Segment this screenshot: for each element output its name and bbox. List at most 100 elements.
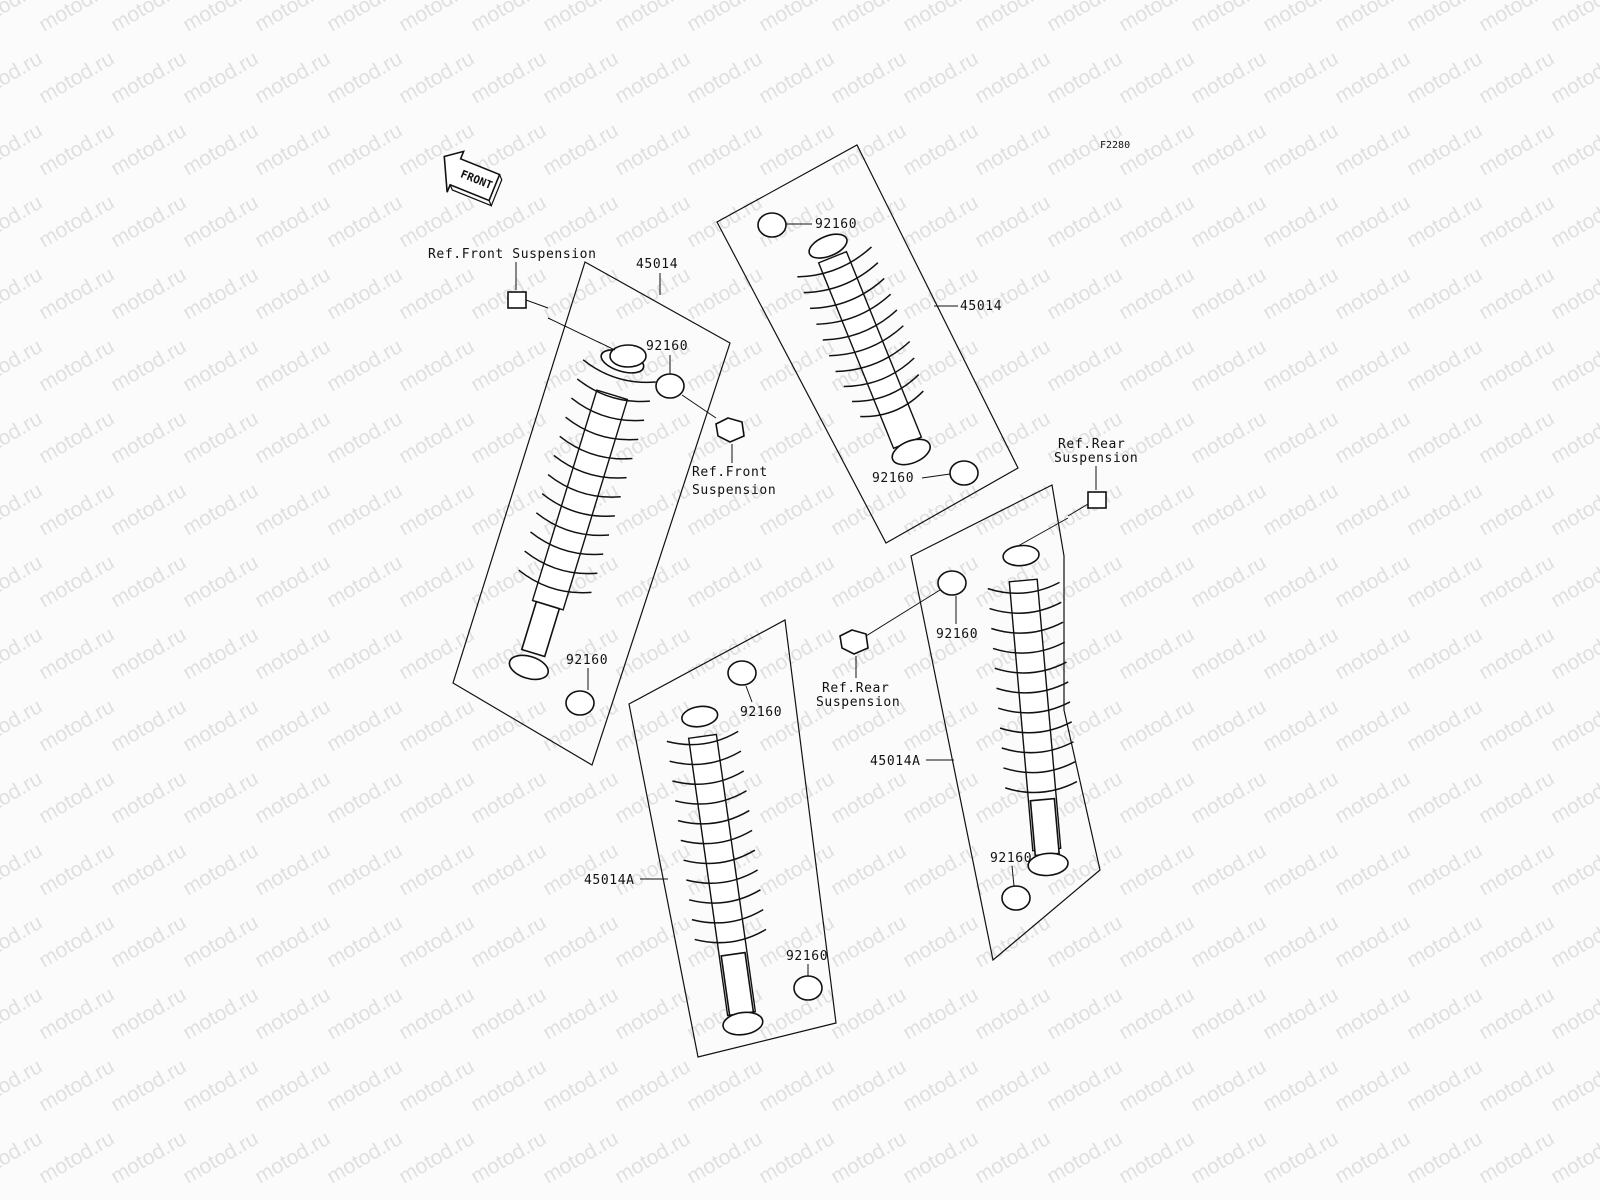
watermark-text: motod.ru	[1259, 983, 1342, 1044]
watermark-text: motod.ru	[323, 551, 406, 612]
watermark-text: motod.ru	[611, 695, 694, 756]
watermark-text: motod.ru	[251, 119, 334, 180]
watermark-text: motod.ru	[1259, 767, 1342, 828]
watermark-text: motod.ru	[1475, 479, 1558, 540]
watermark-text: motod.ru	[1115, 479, 1198, 540]
watermark-text: motod.ru	[251, 407, 334, 468]
watermark-text: motod.ru	[1043, 623, 1126, 684]
watermark-text: motod.ru	[323, 695, 406, 756]
part-92160-label-e: 92160	[936, 627, 978, 642]
watermark-text: motod.ru	[0, 263, 46, 324]
watermark-text: motod.ru	[179, 479, 262, 540]
watermark-text: motod.ru	[1403, 47, 1486, 108]
watermark-text: motod.ru	[1115, 0, 1198, 36]
watermark-text: motod.ru	[1403, 623, 1486, 684]
watermark-text: motod.ru	[179, 911, 262, 972]
part-92160-label-g: 92160	[990, 851, 1032, 866]
watermark-text: motod.ru	[107, 839, 190, 900]
watermark-text: motod.ru	[1403, 1055, 1486, 1116]
watermark-text: motod.ru	[1187, 695, 1270, 756]
watermark-text: motod.ru	[1547, 191, 1600, 252]
watermark-text: motod.ru	[395, 335, 478, 396]
watermark-text: motod.ru	[899, 47, 982, 108]
watermark-text: motod.ru	[1043, 695, 1126, 756]
watermark-text: motod.ru	[755, 119, 838, 180]
watermark-text: motod.ru	[1043, 479, 1126, 540]
watermark-text: motod.ru	[467, 479, 550, 540]
watermark-text: motod.ru	[0, 695, 46, 756]
watermark-text: motod.ru	[1475, 623, 1558, 684]
watermark-text: motod.ru	[1403, 479, 1486, 540]
watermark-text: motod.ru	[1403, 695, 1486, 756]
part-92160-label-h: 92160	[786, 949, 828, 964]
watermark-text: motod.ru	[971, 911, 1054, 972]
watermark-text: motod.ru	[1115, 983, 1198, 1044]
watermark-text: motod.ru	[1115, 47, 1198, 108]
watermark-text: motod.ru	[107, 551, 190, 612]
watermark-text: motod.ru	[107, 1127, 190, 1188]
watermark-text: motod.ru	[467, 407, 550, 468]
watermark-text: motod.ru	[1475, 695, 1558, 756]
watermark-text: motod.ru	[539, 191, 622, 252]
watermark-text: motod.ru	[179, 1055, 262, 1116]
watermark-text: motod.ru	[35, 1055, 118, 1116]
watermark-text: motod.ru	[0, 839, 46, 900]
watermark-text: motod.ru	[611, 191, 694, 252]
watermark-text: motod.ru	[683, 551, 766, 612]
watermark-text: motod.ru	[251, 0, 334, 36]
watermark-text: motod.ru	[899, 479, 982, 540]
watermark-text: motod.ru	[467, 47, 550, 108]
watermark-text: motod.ru	[539, 839, 622, 900]
watermark-text: motod.ru	[1187, 119, 1270, 180]
frame-rear-right	[910, 484, 1101, 962]
watermark-text: motod.ru	[1115, 1127, 1198, 1188]
watermark-text: motod.ru	[683, 119, 766, 180]
watermark-text: motod.ru	[179, 335, 262, 396]
watermark-text: motod.ru	[107, 119, 190, 180]
watermark-text: motod.ru	[827, 119, 910, 180]
watermark-text: motod.ru	[395, 623, 478, 684]
watermark-text: motod.ru	[179, 191, 262, 252]
watermark-text: motod.ru	[611, 911, 694, 972]
watermark-text: motod.ru	[1187, 0, 1270, 36]
watermark-text: motod.ru	[683, 335, 766, 396]
watermark-text: motod.ru	[1187, 983, 1270, 1044]
watermark-text: motod.ru	[755, 1055, 838, 1116]
watermark-text: motod.ru	[827, 623, 910, 684]
watermark-text: motod.ru	[899, 191, 982, 252]
watermark-text: motod.ru	[1115, 911, 1198, 972]
watermark-text: motod.ru	[1043, 47, 1126, 108]
watermark-text: motod.ru	[395, 263, 478, 324]
watermark-text: motod.ru	[1115, 335, 1198, 396]
watermark-text: motod.ru	[1259, 1127, 1342, 1188]
watermark-text: motod.ru	[107, 623, 190, 684]
watermark-text: motod.ru	[1475, 767, 1558, 828]
watermark-text: motod.ru	[1403, 407, 1486, 468]
watermark-text: motod.ru	[1259, 623, 1342, 684]
watermark-text: motod.ru	[179, 983, 262, 1044]
watermark-text: motod.ru	[1547, 695, 1600, 756]
watermark-text: motod.ru	[251, 623, 334, 684]
watermark-text: motod.ru	[1187, 1127, 1270, 1188]
watermark-text: motod.ru	[1475, 407, 1558, 468]
watermark-text: motod.ru	[1475, 191, 1558, 252]
watermark-text: motod.ru	[1331, 623, 1414, 684]
watermark-text: motod.ru	[107, 1055, 190, 1116]
watermark-text: motod.ru	[971, 407, 1054, 468]
watermark-text: motod.ru	[467, 0, 550, 36]
watermark-text: motod.ru	[1547, 0, 1600, 36]
watermark-text: motod.ru	[755, 551, 838, 612]
ref-rear-suspension-top-line1: Ref.Rear	[1058, 437, 1125, 452]
watermark-text: motod.ru	[1475, 1127, 1558, 1188]
watermark-text: motod.ru	[827, 1127, 910, 1188]
watermark-text: motod.ru	[323, 839, 406, 900]
watermark-text: motod.ru	[899, 119, 982, 180]
watermark-text: motod.ru	[323, 911, 406, 972]
watermark-text: motod.ru	[611, 839, 694, 900]
watermark-text: motod.ru	[35, 47, 118, 108]
watermark-text: motod.ru	[179, 0, 262, 36]
watermark-text: motod.ru	[1187, 263, 1270, 324]
watermark-text: motod.ru	[251, 695, 334, 756]
watermark-text: motod.ru	[1475, 119, 1558, 180]
